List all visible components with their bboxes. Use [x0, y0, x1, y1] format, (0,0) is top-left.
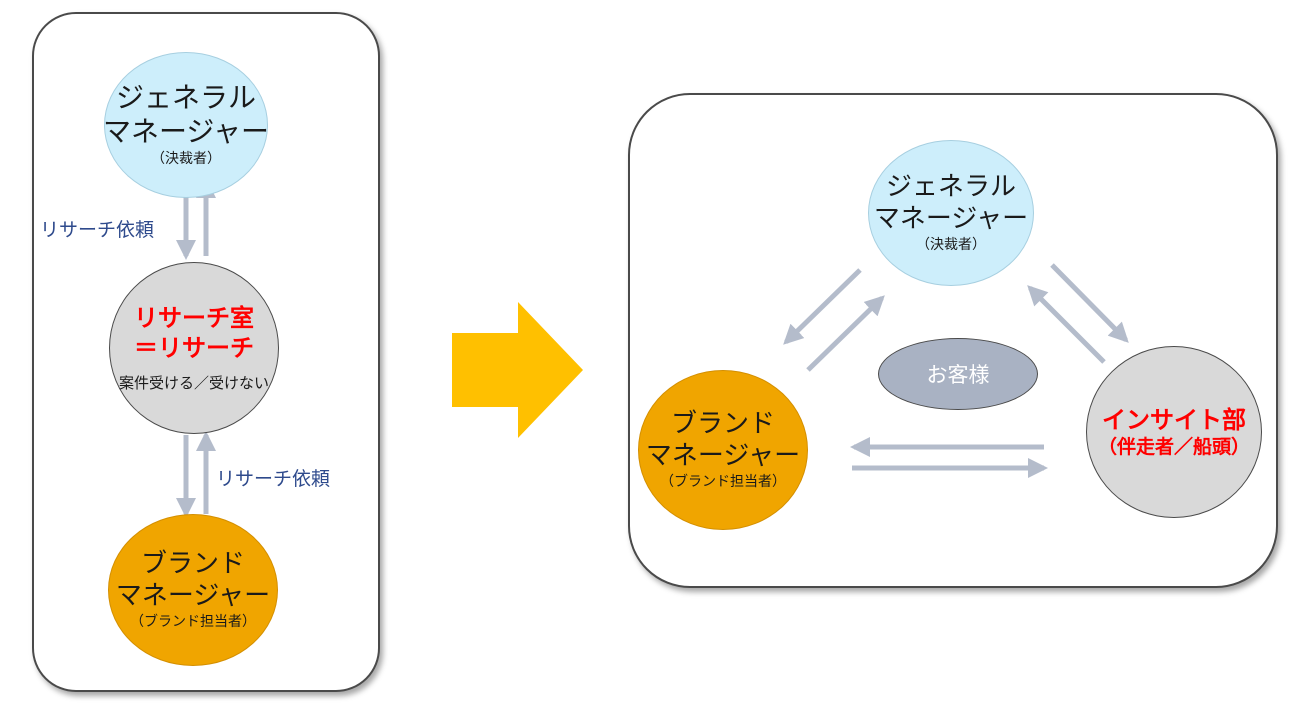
insight-line2: （伴走者／船頭）: [1097, 436, 1250, 458]
insight-line1: インサイト部: [1102, 406, 1246, 434]
left-research-note: 案件受ける／受けない: [118, 374, 269, 392]
arrow-bm-to-gm: [806, 295, 885, 372]
customer-label: お客様: [926, 363, 990, 387]
arrow-insight-to-gm: [1027, 285, 1106, 364]
left-bm-line2: マネージャー: [115, 581, 271, 611]
right-bm-sub: （ブランド担当者）: [660, 474, 786, 490]
left-brand-manager-node: ブランド マネージャー （ブランド担当者）: [108, 514, 278, 666]
right-gm-line2: マネージャー: [873, 204, 1029, 234]
right-bm-line1: ブランド: [670, 409, 775, 439]
right-bm-line2: マネージャー: [645, 441, 801, 471]
left-bm-sub: （ブランド担当者）: [130, 614, 256, 630]
left-bm-line1: ブランド: [140, 549, 245, 579]
left-research-line1: リサーチ室: [134, 304, 254, 332]
left-request-label-top: リサーチ依頼: [40, 219, 155, 241]
customer-node: お客様: [878, 338, 1038, 410]
right-gm-line1: ジェネラル: [885, 172, 1016, 202]
left-research-node: リサーチ室 ＝リサーチ 案件受ける／受けない: [109, 262, 279, 434]
left-request-label-bottom: リサーチ依頼: [216, 468, 331, 490]
right-gm-sub: （決裁者）: [916, 237, 986, 253]
insight-dept-node: インサイト部 （伴走者／船頭）: [1086, 346, 1262, 518]
left-general-manager-node: ジェネラル マネージャー （決裁者）: [102, 52, 270, 198]
left-gm-sub: （決裁者）: [151, 151, 221, 167]
right-general-manager-node: ジェネラル マネージャー （決裁者）: [868, 140, 1034, 286]
left-gm-line2: マネージャー: [102, 115, 270, 148]
right-brand-manager-node: ブランド マネージャー （ブランド担当者）: [638, 370, 808, 530]
left-research-line2: ＝リサーチ: [134, 334, 254, 362]
transition-arrow: [452, 302, 583, 438]
left-gm-line1: ジェネラル: [115, 81, 256, 114]
arrow-gm-to-bm: [783, 268, 862, 345]
arrow-gm-to-insight: [1050, 263, 1129, 343]
